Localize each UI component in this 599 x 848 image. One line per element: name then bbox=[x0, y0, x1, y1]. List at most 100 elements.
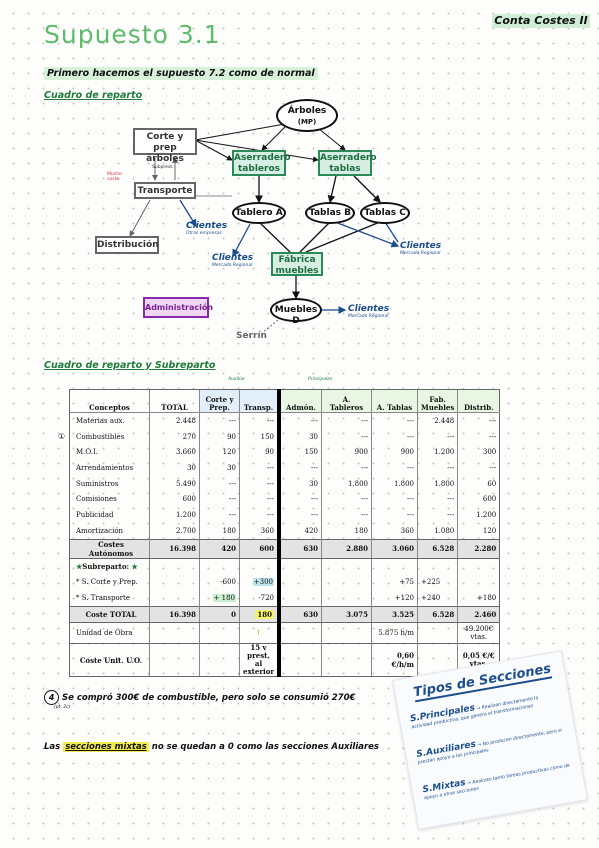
node-distribucion: Distribución bbox=[95, 236, 159, 254]
highlight: + 180 bbox=[212, 593, 236, 602]
cell bbox=[149, 574, 200, 590]
clientes-1: Clientes Otras empresas bbox=[186, 221, 227, 236]
cell: --- bbox=[371, 507, 418, 523]
cell bbox=[321, 622, 372, 644]
cell: 150 bbox=[277, 444, 322, 461]
mixtas-post: no se quedan a 0 como las secciones Auxi… bbox=[151, 742, 379, 752]
row-sub-corte: * S. Corte y Prep. -600 +300 +75 +225 bbox=[69, 574, 501, 590]
annotation-auxiliar: Auxiliar bbox=[228, 377, 245, 382]
cell: --- bbox=[321, 412, 372, 429]
star-icon: ★ bbox=[76, 561, 83, 571]
cell: --- bbox=[199, 412, 240, 429]
cell: 2.880 bbox=[321, 538, 372, 559]
cell bbox=[417, 622, 458, 644]
cell: --- bbox=[457, 428, 501, 445]
cell bbox=[149, 622, 200, 644]
cell bbox=[199, 643, 240, 678]
cell: 1.800 bbox=[371, 475, 418, 492]
node-arboles-sublabel: (MP) bbox=[297, 118, 317, 126]
section-heading-reparto: Cuadro de reparto bbox=[44, 90, 143, 101]
cell bbox=[149, 558, 200, 575]
cell bbox=[371, 558, 418, 575]
cell-label: Coste TOTAL bbox=[69, 605, 150, 624]
subprest-note: Subprest. bbox=[152, 165, 174, 170]
th-admon: Admón. bbox=[277, 389, 322, 413]
clientes-4-sub: Mercado Regional bbox=[348, 314, 389, 319]
node-ast-label: Aserradero bbox=[234, 153, 291, 163]
cell: --- bbox=[417, 428, 458, 445]
cell: 6.528 bbox=[417, 538, 458, 559]
cell-label: Costes Autónomos bbox=[69, 538, 150, 559]
cell: 630 bbox=[277, 538, 322, 559]
cell-label: Suministros bbox=[69, 475, 150, 492]
annotation-principales: Principales bbox=[308, 377, 333, 382]
cell: 600 bbox=[239, 538, 280, 559]
node-corte-label: Corte y prep bbox=[146, 132, 184, 153]
cell: 900 bbox=[371, 444, 418, 461]
clientes-2-sub: Mercado Regional bbox=[212, 263, 253, 268]
cell bbox=[321, 558, 372, 575]
cell-label: ★Subreparto: ★ bbox=[69, 558, 150, 575]
clientes-1-sub: Otras empresas bbox=[186, 231, 222, 236]
th-fab-muebles: Fab. Muebles bbox=[417, 389, 458, 413]
cell: --- bbox=[371, 460, 418, 476]
cell: --- bbox=[199, 507, 240, 523]
cell-label: Arrendamientos bbox=[69, 460, 150, 476]
note-number: 4 bbox=[44, 690, 59, 705]
note-sub: (pt. 2c) bbox=[54, 705, 71, 710]
cell-label: Comisiones bbox=[69, 491, 150, 508]
node-aserradero-tablas: Aserradero tablas bbox=[318, 150, 377, 176]
cell bbox=[277, 589, 322, 607]
cell: 300 bbox=[457, 444, 501, 461]
cell: -720 bbox=[239, 589, 280, 607]
th-total: TOTAL bbox=[149, 389, 200, 413]
cell: +225 bbox=[417, 574, 458, 590]
cell: --- bbox=[239, 460, 280, 476]
note-combustible-text: Se compró 300€ de combustible, pero solo… bbox=[61, 693, 356, 703]
th-a-tableros: A. Tableros bbox=[321, 389, 372, 413]
cell: 420 bbox=[199, 538, 240, 559]
row-subreparto-title: ★Subreparto: ★ bbox=[69, 558, 501, 575]
cell: --- bbox=[321, 428, 372, 445]
clientes-3-sub: Mercado Regional bbox=[400, 251, 441, 256]
node-corte-prep: Corte y prep árboles bbox=[133, 128, 197, 164]
cell: 3.525 bbox=[371, 605, 418, 624]
cell bbox=[277, 574, 322, 590]
cell-label: M.O.I. bbox=[69, 444, 150, 461]
cell bbox=[457, 558, 501, 575]
cell: +120 bbox=[371, 589, 418, 607]
node-serrin: Serrín bbox=[236, 331, 267, 341]
cell bbox=[149, 589, 200, 607]
cell: + 180 bbox=[199, 589, 240, 607]
cell: 2.460 bbox=[457, 605, 501, 624]
cell: --- bbox=[277, 460, 322, 476]
cell-label: Materias aux. bbox=[69, 412, 150, 429]
cell: 6.528 bbox=[417, 605, 458, 624]
row-coste-total: Coste TOTAL 16.398 0 180 630 3.075 3.525… bbox=[69, 605, 501, 624]
cell: +240 bbox=[417, 589, 458, 607]
node-arboles: Árboles (MP) bbox=[276, 99, 338, 132]
intro-note: Primero hacemos el supuesto 7.2 como de … bbox=[44, 67, 318, 80]
cell: 2.280 bbox=[457, 538, 501, 559]
cell bbox=[277, 558, 322, 575]
cell: --- bbox=[239, 475, 280, 492]
highlight: +300 bbox=[252, 578, 275, 587]
mixtas-pre: Las bbox=[44, 742, 61, 752]
th-transp: Transp. bbox=[239, 389, 280, 413]
cell: 15 v prest. al exterior bbox=[239, 643, 280, 678]
cell: --- bbox=[277, 491, 322, 508]
node-fab-label2: muebles bbox=[275, 266, 319, 276]
node-corte-label2: árboles bbox=[146, 154, 184, 164]
cell: 60 bbox=[457, 475, 501, 492]
cell bbox=[457, 574, 501, 590]
clientes-3-label: Clientes bbox=[400, 241, 442, 251]
sticky-mixtas: S.Mixtas → Realizan tanto tareas product… bbox=[422, 761, 572, 802]
cell-label: Unidad de Obra bbox=[69, 622, 150, 644]
cell bbox=[199, 558, 240, 575]
cell: 90 bbox=[199, 428, 240, 445]
node-tablas-c: Tablas C bbox=[360, 202, 410, 224]
cost-table: Conceptos TOTAL Corte y Prep. Transp. Ad… bbox=[69, 389, 501, 678]
